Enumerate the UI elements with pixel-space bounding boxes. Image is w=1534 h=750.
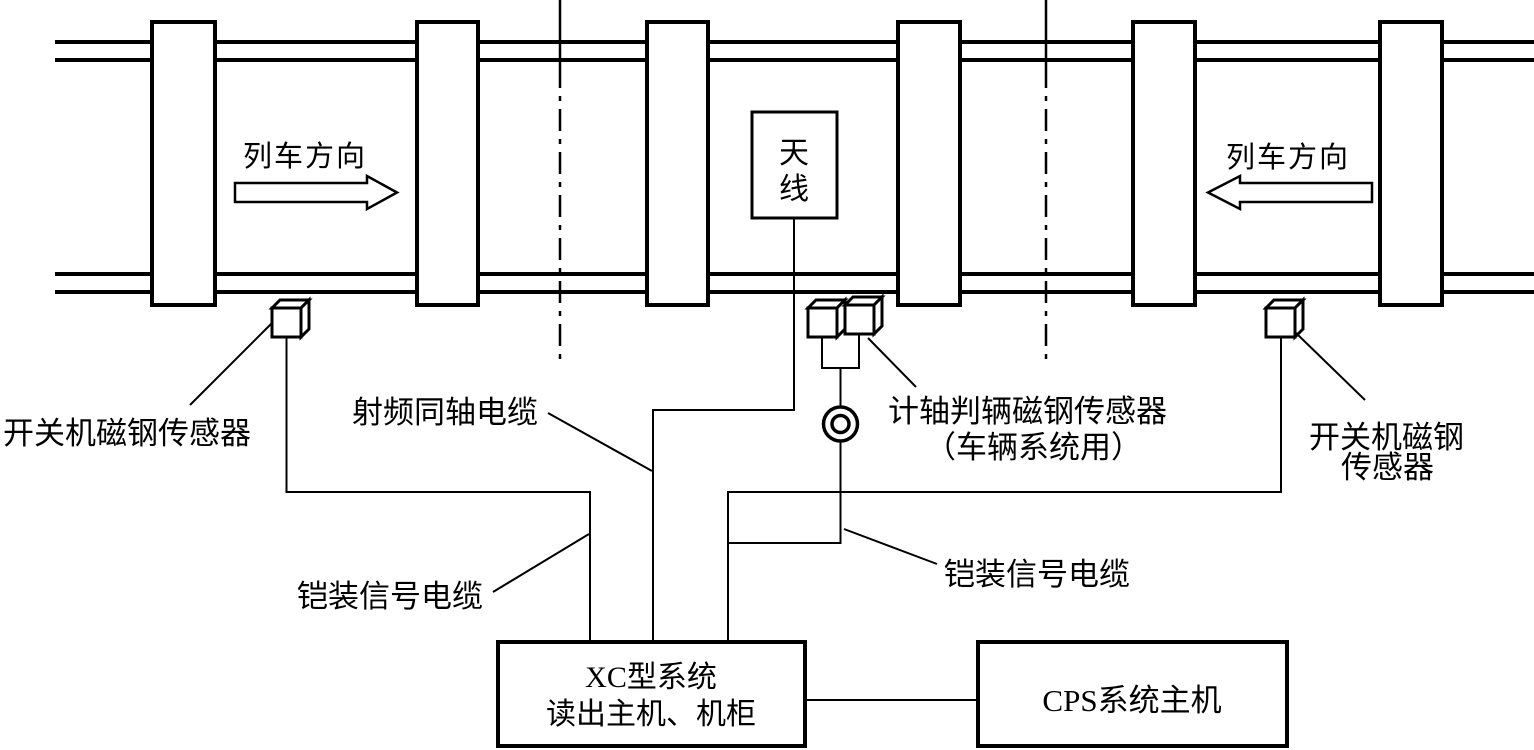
label-switch-sensor-left: 开关机磁钢传感器 — [3, 416, 251, 451]
axle-sensor-b-icon — [841, 293, 886, 338]
sensor-cubes — [268, 293, 1307, 341]
antenna-label-line1: 天 — [779, 137, 809, 170]
leader-armored-cable-right — [843, 528, 938, 565]
cables — [285, 218, 1282, 701]
wire-rf-coax — [652, 218, 795, 643]
leader-lines — [189, 323, 1366, 593]
label-axle-sensor-line2: （车辆系统用） — [925, 430, 1142, 465]
label-switch-sensor-right-line1: 开关机磁钢 — [1309, 420, 1464, 455]
label-armored-cable-left: 铠装信号电缆 — [297, 579, 483, 614]
section-centerlines — [558, 0, 1048, 363]
leader-axle-sensor — [867, 337, 917, 388]
sleeper — [896, 20, 962, 307]
switch-sensor-right-icon — [1262, 296, 1307, 341]
label-armored-cable-right: 铠装信号电缆 — [944, 557, 1130, 592]
label-rf-coax-cable: 射频同轴电缆 — [352, 395, 538, 430]
cps-host-box: CPS系统主机 — [976, 640, 1289, 748]
arrow-left-icon — [1205, 173, 1374, 212]
train-direction-left-label: 列车方向 — [243, 140, 367, 173]
label-switch-sensor-right-line2: 传感器 — [1341, 450, 1434, 485]
sleepers — [150, 20, 1444, 307]
sleeper — [1131, 20, 1197, 307]
leader-rf-coax — [547, 412, 653, 472]
axle-sensor-a-icon — [804, 296, 849, 341]
labels: 开关机磁钢传感器 射频同轴电缆 计轴判辆磁钢传感器 （车辆系统用） 开关机磁钢 … — [3, 394, 1464, 614]
xc-host-label-line2: 读出主机、机柜 — [546, 698, 756, 731]
switch-sensor-left-icon — [268, 296, 313, 341]
wire-left-switch-sensor — [285, 337, 591, 643]
cps-host-label: CPS系统主机 — [1042, 683, 1221, 718]
arrow-right-icon — [233, 173, 400, 212]
sleeper — [415, 20, 480, 307]
antenna-box: 天 线 — [750, 110, 839, 220]
cable-connector-icon — [821, 405, 860, 443]
label-axle-sensor-line1: 计轴判辆磁钢传感器 — [888, 394, 1167, 429]
antenna-label-line2: 线 — [779, 173, 809, 206]
leader-armored-cable-left — [492, 533, 590, 593]
wire-axle-sensors — [728, 334, 860, 544]
train-direction-left: 列车方向 — [233, 140, 400, 212]
leader-switch-sensor-left — [189, 323, 272, 406]
sleeper — [1378, 20, 1444, 307]
train-direction-right-label: 列车方向 — [1226, 141, 1350, 174]
leader-switch-sensor-right — [1295, 332, 1366, 401]
xc-host-box: XC型系统 读出主机、机柜 — [496, 640, 807, 748]
wire-right-switch-sensor — [727, 337, 1282, 643]
train-direction-right: 列车方向 — [1205, 141, 1374, 212]
sleeper — [150, 20, 217, 307]
sleeper — [645, 20, 710, 307]
xc-host-label-line1: XC型系统 — [585, 661, 717, 694]
